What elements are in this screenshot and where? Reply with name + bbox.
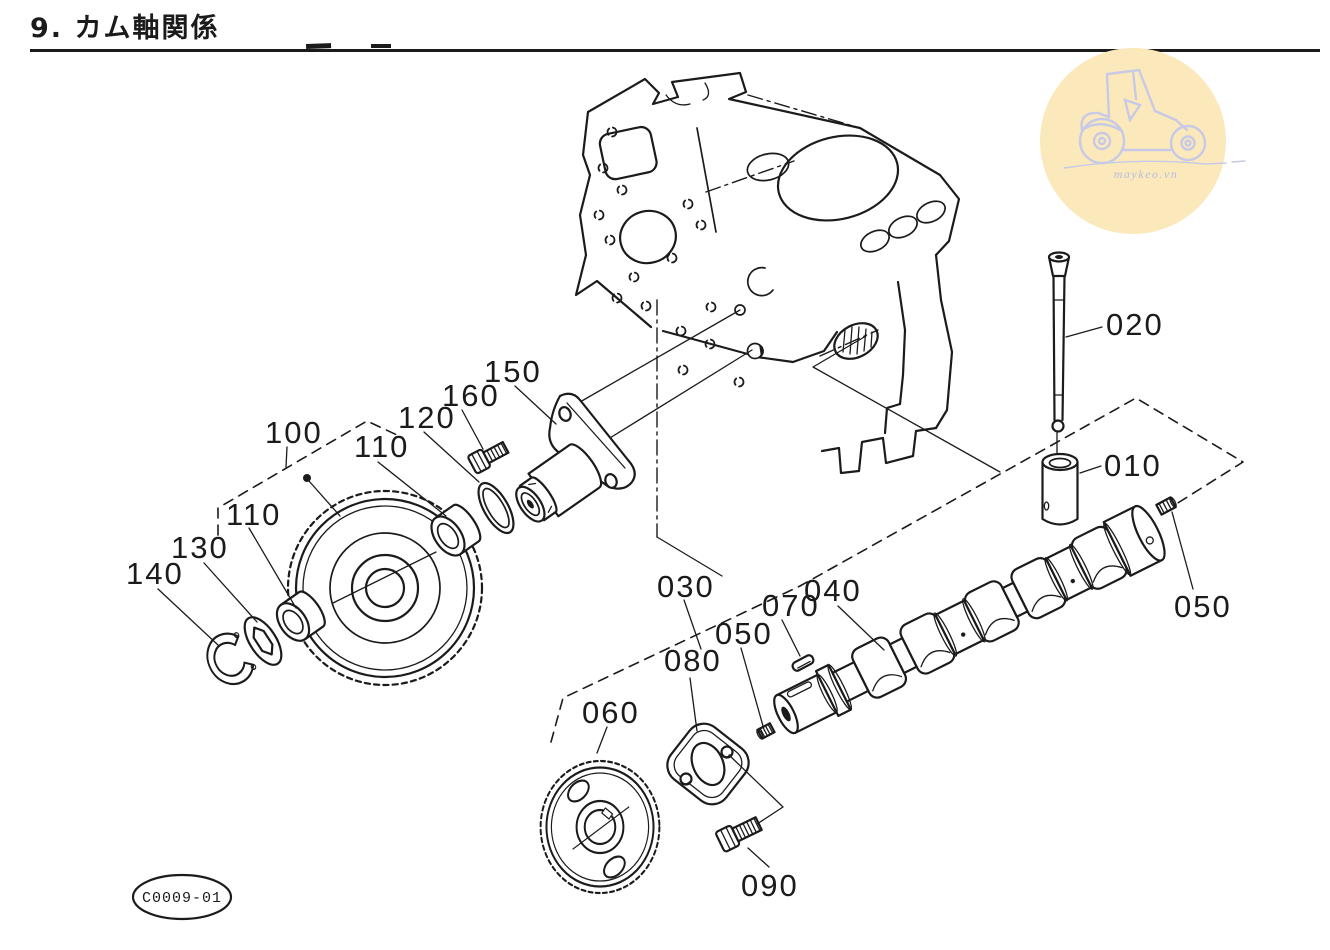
- part-washer-130: [243, 616, 283, 666]
- part-label-100: 100: [265, 415, 323, 450]
- part-idler-gear-100: [286, 489, 484, 687]
- part-label-030: 030: [657, 569, 715, 604]
- part-bolt-090: [715, 816, 763, 853]
- part-bushing-110-upper: [430, 503, 482, 557]
- part-label-080: 080: [664, 643, 722, 678]
- page-title: 9. カム軸関係: [30, 13, 220, 44]
- part-snap-ring-140: [206, 632, 257, 686]
- leader-dot-100: [303, 474, 311, 482]
- part-label-110-upper: 110: [354, 429, 409, 464]
- part-label-050-right: 050: [1174, 589, 1232, 624]
- part-label-140: 140: [126, 556, 184, 591]
- part-label-150: 150: [484, 354, 542, 389]
- part-label-160: 160: [442, 378, 500, 413]
- engine-block: [574, 71, 961, 475]
- watermark-text: maykeo.vn: [1114, 167, 1178, 181]
- part-label-020: 020: [1106, 307, 1164, 342]
- part-ref-labels: 150 160 120 110 100 110 130 140 020 010 …: [126, 307, 1232, 903]
- part-label-060: 060: [582, 695, 640, 730]
- part-camshaft-040: [773, 504, 1166, 735]
- part-key-070: [791, 654, 815, 672]
- part-end-plate-080: [666, 722, 750, 806]
- part-label-090: 090: [741, 868, 799, 903]
- part-push-rod-020: [1047, 251, 1071, 433]
- part-tappet-010: [1041, 452, 1079, 526]
- figure-stamp-code: C0009-01: [142, 890, 222, 907]
- part-label-110-lower: 110: [226, 497, 281, 532]
- watermark-circle: [1040, 48, 1226, 234]
- construction-lines: [217, 299, 1244, 743]
- part-set-screw-050-right: [1155, 496, 1177, 516]
- tractor-icon: [1063, 68, 1246, 169]
- part-label-050-mid: 050: [715, 616, 773, 651]
- title-underline: [30, 49, 1320, 52]
- part-holder-bracket-150: [515, 392, 636, 523]
- part-label-010: 010: [1104, 448, 1162, 483]
- part-label-120: 120: [398, 400, 456, 435]
- part-bolt-160: [467, 440, 510, 475]
- watermark: maykeo.vn: [1040, 48, 1246, 234]
- part-label-070: 070: [762, 588, 820, 623]
- part-label-130: 130: [171, 530, 229, 565]
- part-gasket-120: [477, 481, 515, 535]
- part-label-040: 040: [804, 573, 862, 608]
- part-bushing-110-lower: [275, 590, 326, 642]
- block-bolt-holes: [593, 126, 745, 388]
- rule-marks: [305, 43, 391, 49]
- part-cam-gear-060: [539, 759, 661, 895]
- figure-stamp: C0009-01: [131, 873, 233, 921]
- part-set-screw-050-mid: [756, 722, 776, 740]
- leader-lines: [157, 326, 1194, 868]
